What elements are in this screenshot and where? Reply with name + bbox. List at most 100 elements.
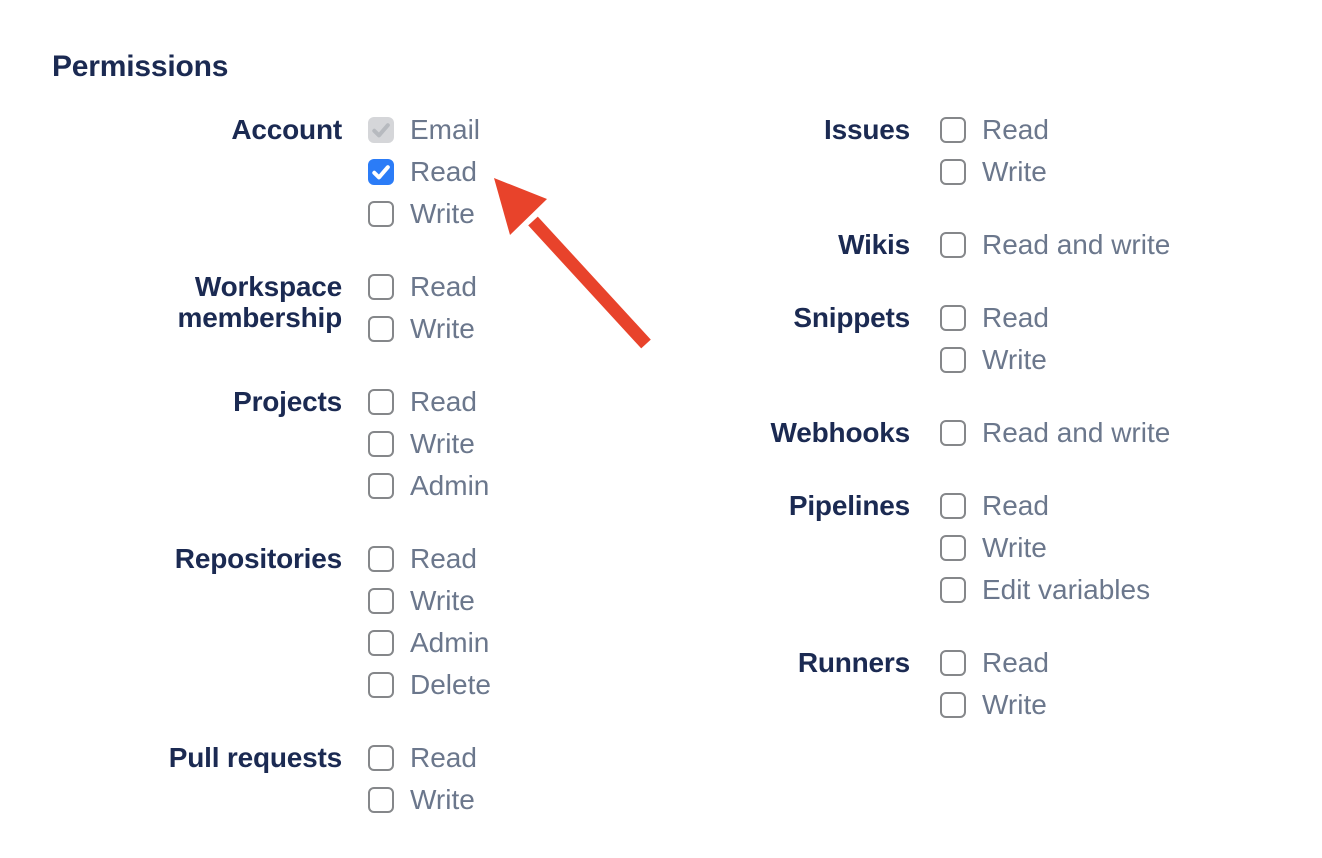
checkbox-pipelines-read[interactable] [940,493,966,519]
group-label-issues: Issues [824,114,910,145]
group-label-runners: Runners [797,647,910,678]
group-label-repositories: Repositories [174,543,342,574]
option-label-read: Read [410,271,477,302]
page-title: Permissions [52,50,229,83]
group-label-snippets: Snippets [793,302,910,333]
checkbox-projects-read[interactable] [368,389,394,415]
option-label-write: Write [410,585,475,616]
option-label-read: Read [410,156,477,187]
option-pipelines-edit-variables[interactable]: Edit variables [940,575,1150,605]
option-label-read: Read [982,302,1049,333]
group-label-wikis: Wikis [838,229,910,260]
checkbox-wikis-read-and-write[interactable] [940,232,966,258]
checkbox-snippets-read[interactable] [940,305,966,331]
checkbox-account-write[interactable] [368,201,394,227]
checkbox-issues-read[interactable] [940,117,966,143]
option-label-delete: Delete [410,669,491,700]
option-pipelines-read[interactable]: Read [940,491,1150,521]
option-label-read: Read [410,386,477,417]
permission-group-webhooks: Webhooks Read and write [690,417,1250,460]
option-label-write: Write [982,344,1047,375]
option-projects-write[interactable]: Write [368,429,489,459]
option-repositories-write[interactable]: Write [368,586,491,616]
option-label-edit-variables: Edit variables [982,574,1151,605]
option-label-admin: Admin [410,470,490,501]
group-label-pipelines: Pipelines [788,490,910,521]
option-account-read[interactable]: Read [368,157,480,187]
option-issues-read[interactable]: Read [940,115,1049,145]
checkbox-snippets-write[interactable] [940,347,966,373]
group-label-account: Account [231,114,342,145]
option-pipelines-write[interactable]: Write [940,533,1150,563]
option-label-write: Write [982,156,1047,187]
group-label-projects: Projects [233,386,342,417]
checkbox-repositories-write[interactable] [368,588,394,614]
option-label-write: Write [410,784,475,815]
checkbox-pipelines-edit-variables[interactable] [940,577,966,603]
option-label-read: Read [982,490,1049,521]
option-repositories-delete[interactable]: Delete [368,670,491,700]
checkbox-workspace-membership-write[interactable] [368,316,394,342]
option-label-write: Write [982,689,1047,720]
checkbox-repositories-admin[interactable] [368,630,394,656]
checkbox-projects-admin[interactable] [368,473,394,499]
option-label-read: Read [410,742,477,773]
checkbox-repositories-read[interactable] [368,546,394,572]
option-label-read: Read [982,114,1049,145]
checkbox-webhooks-read-and-write[interactable] [940,420,966,446]
checkbox-pipelines-write[interactable] [940,535,966,561]
option-webhooks-read-and-write[interactable]: Read and write [940,418,1170,448]
group-label-pull-requests: Pull requests [168,742,342,773]
checkbox-workspace-membership-read[interactable] [368,274,394,300]
checkbox-runners-write[interactable] [940,692,966,718]
option-repositories-admin[interactable]: Admin [368,628,491,658]
option-wikis-read-and-write[interactable]: Read and write [940,230,1170,260]
option-pull-requests-read[interactable]: Read [368,743,477,773]
checkbox-account-email [368,117,394,143]
checkbox-projects-write[interactable] [368,431,394,457]
checkbox-repositories-delete[interactable] [368,672,394,698]
checkbox-pull-requests-write[interactable] [368,787,394,813]
option-repositories-read[interactable]: Read [368,544,491,574]
option-workspace-membership-write[interactable]: Write [368,314,477,344]
option-projects-admin[interactable]: Admin [368,471,489,501]
option-account-email[interactable]: Email [368,115,480,145]
option-label-write: Write [410,198,475,229]
option-account-write[interactable]: Write [368,199,480,229]
option-list-webhooks: Read and write [940,418,1170,460]
option-snippets-write[interactable]: Write [940,345,1049,375]
option-label-write: Write [410,428,475,459]
permission-group-wikis: Wikis Read and write [690,229,1250,272]
option-label-admin: Admin [410,627,490,658]
option-projects-read[interactable]: Read [368,387,489,417]
checkbox-account-read[interactable] [368,159,394,185]
option-pull-requests-write[interactable]: Write [368,785,477,815]
option-label-read: Read [982,647,1049,678]
option-runners-write[interactable]: Write [940,690,1049,720]
option-list-wikis: Read and write [940,230,1170,272]
option-workspace-membership-read[interactable]: Read [368,272,477,302]
group-label-webhooks: Webhooks [770,417,911,448]
option-runners-read[interactable]: Read [940,648,1049,678]
option-issues-write[interactable]: Write [940,157,1049,187]
checkbox-issues-write[interactable] [940,159,966,185]
checkbox-runners-read[interactable] [940,650,966,676]
option-snippets-read[interactable]: Read [940,303,1049,333]
group-label-workspace-membership: Workspace membership [177,271,343,333]
checkbox-pull-requests-read[interactable] [368,745,394,771]
option-label-read-and-write: Read and write [982,229,1171,260]
option-label-write: Write [410,313,475,344]
